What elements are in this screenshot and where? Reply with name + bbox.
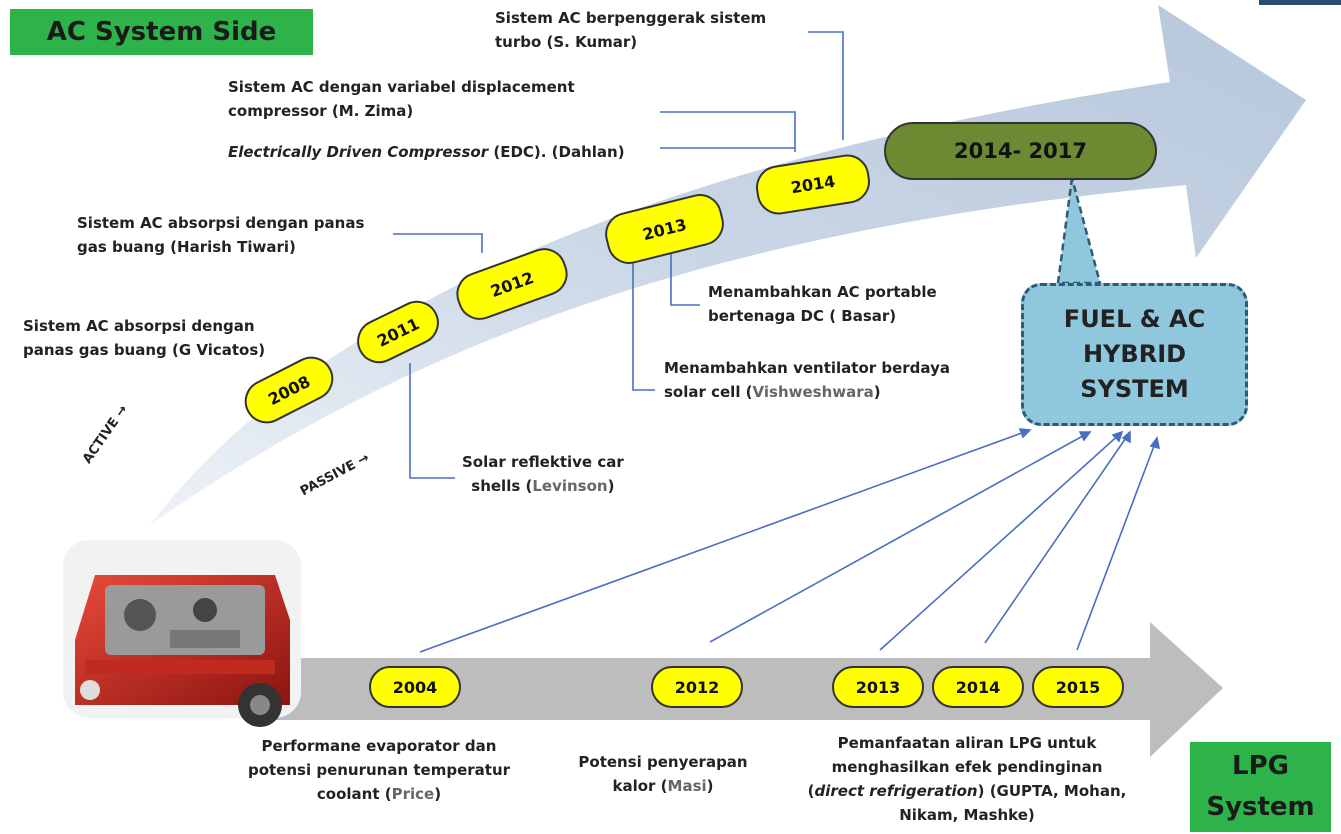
note-gupta-line3c: ) (GUPTA, Mohan,: [977, 782, 1127, 800]
note-levinson-line2c: ): [607, 477, 615, 495]
note-turbo-line2: turbo (S. Kumar): [495, 33, 638, 51]
note-price-line2: potensi penurunan temperatur: [247, 761, 511, 779]
note-vishweshwara: Menambahkan ventilator berdaya solar cel…: [664, 356, 950, 404]
note-turbo: Sistem AC berpenggerak sistem turbo (S. …: [495, 6, 766, 54]
note-price-line3c: ): [434, 785, 442, 803]
note-turbo-line1: Sistem AC berpenggerak sistem: [495, 9, 767, 27]
period-oval: 2014- 2017: [884, 122, 1157, 180]
note-gupta-italic: direct refrigeration: [814, 782, 978, 800]
note-vicatos-line1: Sistem AC absorpsi dengan: [23, 317, 255, 335]
note-vish-author: Vishweshwara: [752, 383, 874, 401]
note-vicatos-line2: panas gas buang (G Vicatos): [23, 341, 266, 359]
note-price-line3a: coolant (: [316, 785, 392, 803]
note-vish-line2c: ): [873, 383, 881, 401]
lpg-year-2012: 2012: [651, 666, 743, 708]
note-tiwari: Sistem AC absorpsi dengan panas gas buan…: [77, 211, 364, 259]
note-edc: Electrically Driven Compressor (EDC). (D…: [228, 140, 625, 164]
note-gupta-line1: Pemanfaatan aliran LPG untuk: [837, 734, 1097, 752]
note-levinson-line2a: shells (: [471, 477, 533, 495]
note-gupta-line3a: (: [807, 782, 815, 800]
note-levinson: Solar reflektive car shells (Levinson): [462, 450, 624, 498]
corner-accent: [1259, 0, 1341, 5]
note-gupta: Pemanfaatan aliran LPG untuk menghasilka…: [788, 731, 1146, 827]
lpg-year-2004: 2004: [369, 666, 461, 708]
note-gupta-line2: menghasilkan efek pendinginan: [831, 758, 1103, 776]
note-price: Performane evaporator dan potensi penuru…: [238, 734, 520, 806]
note-basar-line1: Menambahkan AC portable: [708, 283, 937, 301]
lpg-year-2015: 2015: [1032, 666, 1124, 708]
note-vdc-line1: Sistem AC dengan variabel displacement: [228, 78, 575, 96]
note-basar: Menambahkan AC portable bertenaga DC ( B…: [708, 280, 937, 328]
note-masi-author: Masi: [667, 777, 707, 795]
lpg-to-hybrid-arrows: [419, 428, 1161, 653]
note-price-line1: Performane evaporator dan: [261, 737, 497, 755]
note-vish-line2a: solar cell (: [664, 383, 753, 401]
ac-connectors: [393, 31, 844, 479]
note-edc-rest: (EDC). (Dahlan): [488, 143, 625, 161]
lpg-system-title: LPG System: [1190, 742, 1331, 832]
note-vdc-line2: compressor (M. Zima): [228, 102, 414, 120]
note-vdc: Sistem AC dengan variabel displacement c…: [228, 75, 575, 123]
note-edc-italic: Electrically Driven Compressor: [228, 143, 489, 161]
note-basar-line2: bertenaga DC ( Basar): [708, 307, 897, 325]
ac-system-side-title: AC System Side: [10, 9, 313, 55]
note-levinson-line1: Solar reflektive car: [462, 453, 624, 471]
note-gupta-line4: Nikam, Mashke): [899, 806, 1035, 824]
lpg-year-2014: 2014: [932, 666, 1024, 708]
car-engine-image: [63, 540, 301, 727]
note-tiwari-line2: gas buang (Harish Tiwari): [77, 238, 296, 256]
note-price-author: Price: [391, 785, 435, 803]
note-levinson-author: Levinson: [532, 477, 608, 495]
hybrid-system-box: FUEL & AC HYBRID SYSTEM: [1021, 283, 1248, 426]
note-masi-line2a: kalor (: [612, 777, 668, 795]
note-tiwari-line1: Sistem AC absorpsi dengan panas: [77, 214, 365, 232]
lpg-year-2013: 2013: [832, 666, 924, 708]
note-masi-line2c: ): [706, 777, 714, 795]
note-masi: Potensi penyerapan kalor (Masi): [566, 750, 760, 798]
note-vish-line1: Menambahkan ventilator berdaya: [664, 359, 950, 377]
note-vicatos: Sistem AC absorpsi dengan panas gas buan…: [23, 314, 265, 362]
note-masi-line1: Potensi penyerapan: [578, 753, 748, 771]
